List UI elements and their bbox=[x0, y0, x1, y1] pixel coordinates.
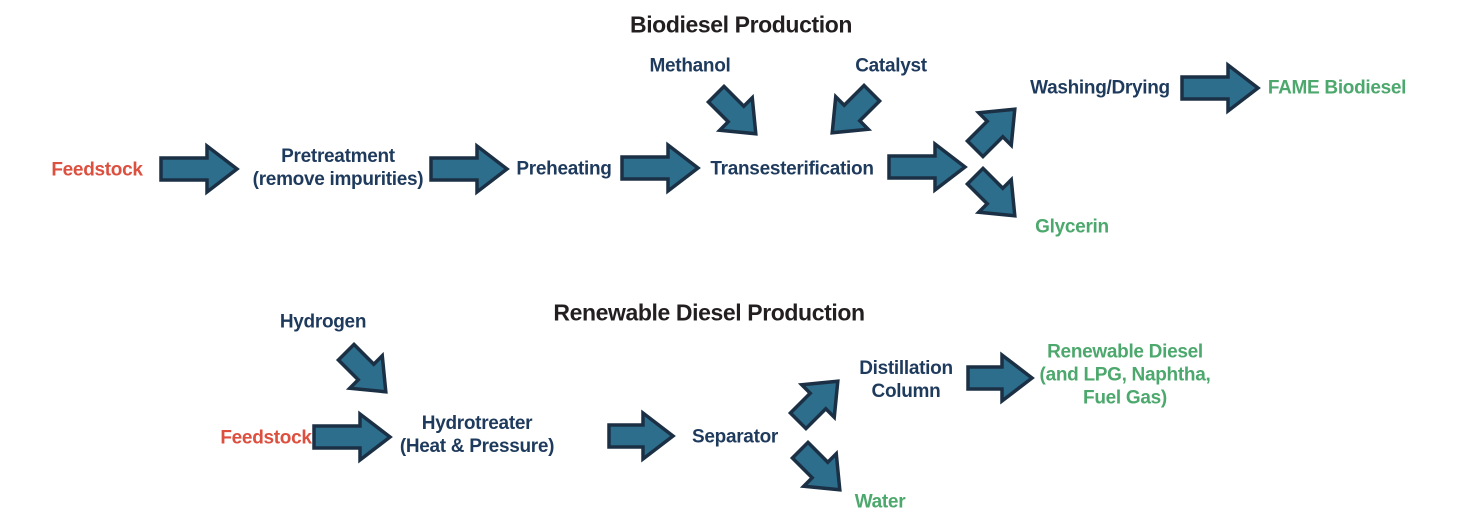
separator-label: Separator bbox=[691, 426, 779, 448]
water-label: Water bbox=[854, 491, 906, 513]
arrow-hydrogen-input bbox=[328, 334, 404, 410]
catalyst-label: Catalyst bbox=[855, 55, 927, 77]
methanol-label: Methanol bbox=[649, 55, 731, 77]
arrow-distillation-to-output bbox=[966, 353, 1034, 403]
renewable-feedstock-label: Feedstock bbox=[220, 427, 312, 449]
biodiesel-title: Biodiesel Production bbox=[629, 11, 853, 38]
hydrogen-label: Hydrogen bbox=[279, 311, 367, 333]
arrow-hydrotreater-to-separator bbox=[607, 411, 675, 461]
arrow-preheating-to-transesterification bbox=[620, 143, 700, 193]
arrow-split-to-glycerin bbox=[957, 158, 1033, 234]
arrow-catalyst-input bbox=[814, 75, 890, 151]
transesterification-label: Transesterification bbox=[710, 158, 874, 180]
output-line2: (and LPG, Naphtha, bbox=[1039, 364, 1211, 386]
washing-drying-label: Washing/Drying bbox=[1030, 77, 1170, 99]
pretreatment-line2: (remove impurities) bbox=[252, 169, 424, 190]
arrow-pretreatment-to-preheating bbox=[429, 144, 509, 194]
renewable-diesel-output-label: Renewable Diesel (and LPG, Naphtha, Fuel… bbox=[1040, 341, 1211, 410]
arrow-feedstock-to-hydrotreater bbox=[312, 412, 392, 462]
arrow-split-to-washing-drying bbox=[957, 91, 1033, 167]
preheating-label: Preheating bbox=[516, 158, 612, 180]
distillation-line1: Distillation bbox=[859, 358, 953, 379]
arrow-separator-to-distillation bbox=[780, 363, 856, 439]
output-line1: Renewable Diesel bbox=[1047, 341, 1203, 363]
hydrotreater-line1: Hydrotreater bbox=[421, 413, 533, 434]
arrow-separator-to-water bbox=[782, 432, 858, 508]
distillation-line2: Column bbox=[871, 381, 941, 402]
arrow-methanol-input bbox=[698, 76, 774, 152]
arrow-transesterification-out bbox=[887, 142, 967, 192]
fame-biodiesel-label: FAME Biodiesel bbox=[1267, 77, 1407, 99]
arrow-washing-drying-to-fame bbox=[1180, 63, 1260, 113]
hydrotreater-line2: (Heat & Pressure) bbox=[399, 436, 555, 457]
pretreatment-label: Pretreatment (remove impurities) bbox=[253, 145, 424, 191]
hydrotreater-label: Hydrotreater (Heat & Pressure) bbox=[399, 412, 555, 458]
biodiesel-feedstock-label: Feedstock bbox=[51, 159, 143, 181]
glycerin-label: Glycerin bbox=[1035, 216, 1109, 238]
output-line3: Fuel Gas) bbox=[1083, 387, 1167, 409]
renewable-diesel-title: Renewable Diesel Production bbox=[553, 299, 865, 326]
pretreatment-line1: Pretreatment bbox=[281, 146, 395, 167]
distillation-column-label: Distillation Column bbox=[859, 357, 953, 403]
arrow-feedstock-to-pretreatment bbox=[159, 144, 239, 194]
